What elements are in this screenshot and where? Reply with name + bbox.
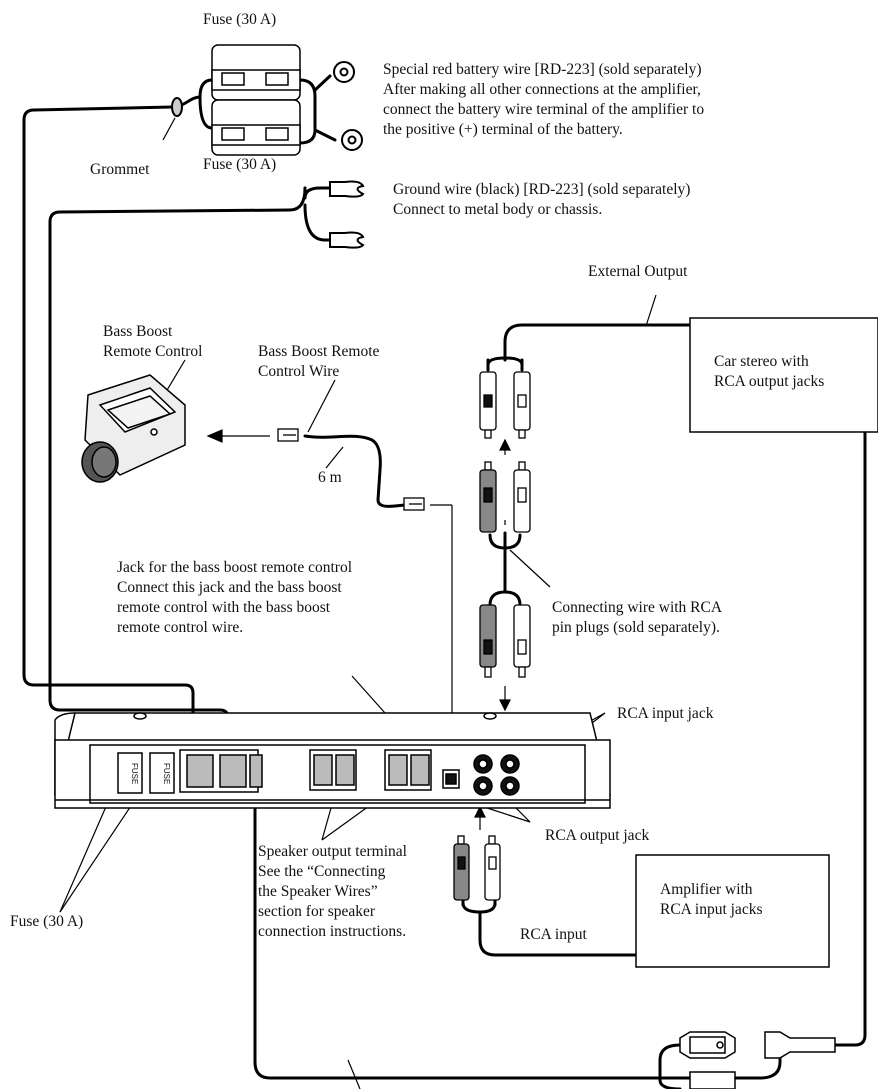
label-amp-box-0: Amplifier with bbox=[660, 881, 753, 898]
label-bbrc-1: Remote Control bbox=[103, 343, 203, 360]
amplifier-body bbox=[54, 712, 611, 809]
ground-wire bbox=[48, 186, 307, 752]
label-speaker-output-4: connection instructions. bbox=[258, 923, 407, 940]
label-battery-1: After making all other connections at th… bbox=[383, 81, 701, 98]
label-fuse-top: Fuse (30 A) bbox=[203, 11, 277, 28]
label-amp-box-1: RCA input jacks bbox=[660, 901, 763, 918]
label-speaker-output-0: Speaker output terminal bbox=[258, 843, 407, 860]
rca-plug-pair-2 bbox=[479, 461, 531, 533]
label-speaker-output-1: See the “Connecting bbox=[258, 863, 386, 880]
rca-plug-pair-3 bbox=[479, 604, 531, 678]
label-jack-bbrc-1: Connect this jack and the bass boost bbox=[117, 579, 342, 596]
label-fuse-mid: Fuse (30 A) bbox=[203, 156, 277, 173]
fuse-mark-1: FUSE bbox=[130, 763, 139, 785]
label-battery-2: connect the battery wire terminal of the… bbox=[383, 101, 705, 118]
label-car-stereo-0: Car stereo with bbox=[714, 353, 809, 370]
label-6m: 6 m bbox=[318, 469, 342, 486]
label-battery-0: Special red battery wire [RD-223] (sold … bbox=[383, 61, 702, 78]
rca-plug-pair-4 bbox=[453, 835, 501, 901]
label-speaker-output-2: the Speaker Wires” bbox=[258, 883, 378, 900]
label-bbrc-wire-0: Bass Boost Remote bbox=[258, 343, 380, 360]
label-rca-input: RCA input bbox=[520, 926, 587, 943]
remote-turn-on-wire bbox=[253, 738, 782, 1080]
label-jack-bbrc-2: remote control with the bass boost bbox=[117, 599, 331, 616]
label-fuse-bottom: Fuse (30 A) bbox=[10, 913, 84, 930]
label-connecting-wire-1: pin plugs (sold separately). bbox=[552, 619, 720, 636]
fuse-mark-2: FUSE bbox=[162, 763, 171, 785]
label-ground-0: Ground wire (black) [RD-223] (sold separ… bbox=[393, 181, 691, 198]
label-car-stereo-1: RCA output jacks bbox=[714, 373, 825, 390]
label-battery-3: the positive (+) terminal of the battery… bbox=[383, 121, 623, 138]
label-rca-input-jack: RCA input jack bbox=[617, 705, 714, 722]
label-jack-bbrc-3: remote control wire. bbox=[117, 619, 244, 636]
label-external-output: External Output bbox=[588, 263, 688, 280]
label-speaker-output-3: section for speaker bbox=[258, 903, 376, 920]
label-bbrc-0: Bass Boost bbox=[103, 323, 173, 340]
remote-wire bbox=[303, 434, 407, 508]
label-connecting-wire-0: Connecting wire with RCA bbox=[552, 599, 723, 616]
label-grommet: Grommet bbox=[90, 161, 150, 178]
label-ground-1: Connect to metal body or chassis. bbox=[393, 201, 603, 218]
external-output-cable bbox=[503, 323, 692, 362]
rca-plug-pair-1 bbox=[479, 371, 531, 439]
label-jack-bbrc-0: Jack for the bass boost remote control bbox=[117, 559, 353, 576]
car-stereo-box bbox=[689, 317, 878, 433]
fuse-holder-top bbox=[211, 44, 301, 156]
label-bbrc-wire-1: Control Wire bbox=[258, 363, 340, 380]
bass-boost-remote bbox=[81, 374, 186, 483]
amplifier-box bbox=[635, 854, 830, 968]
label-rca-output-jack: RCA output jack bbox=[545, 827, 650, 844]
